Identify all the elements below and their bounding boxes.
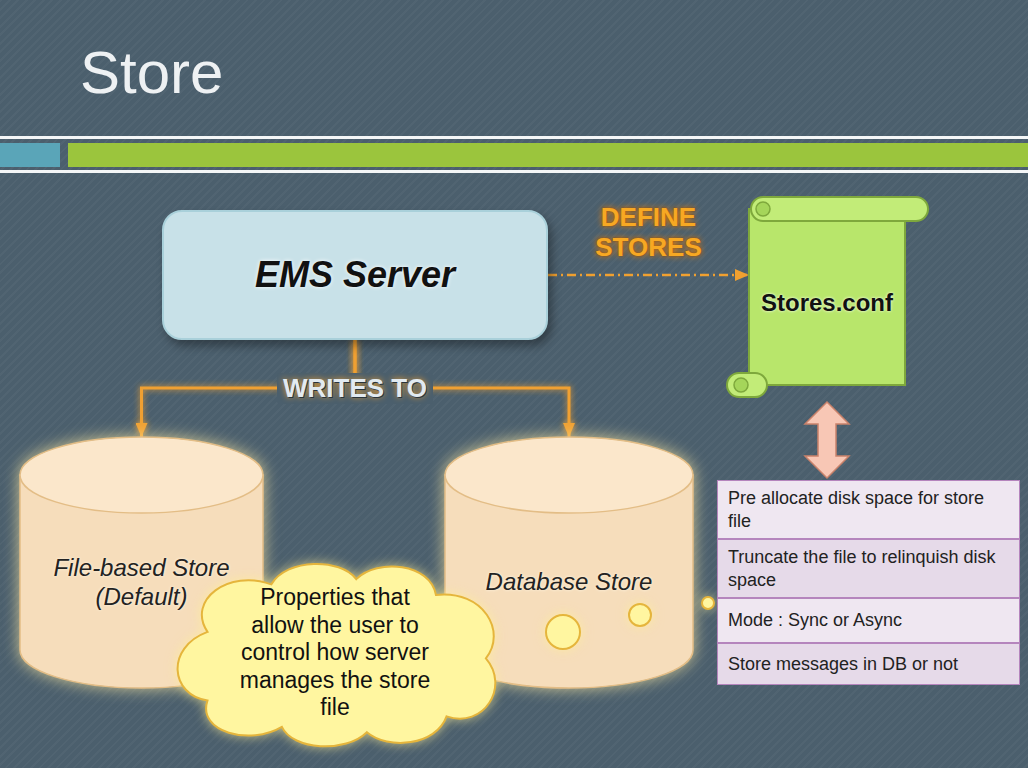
shape-part bbox=[702, 597, 714, 609]
shape-part bbox=[20, 437, 263, 513]
shape-part bbox=[749, 209, 905, 385]
node-label: Database Store bbox=[464, 568, 674, 597]
node-label: Store messages in DB or not bbox=[728, 653, 958, 676]
thought-cloud: Properties that allow the user to contro… bbox=[165, 558, 505, 748]
accent-block bbox=[0, 143, 60, 167]
shape-part bbox=[629, 604, 651, 626]
node-label: Stores.conf bbox=[761, 289, 893, 317]
text-block: Database Store bbox=[464, 568, 674, 597]
table-cell: Truncate the file to relinquish disk spa… bbox=[717, 539, 1020, 598]
table-cell: Pre allocate disk space for store file bbox=[717, 480, 1020, 539]
block-arrow bbox=[805, 402, 849, 478]
shape-part bbox=[178, 564, 496, 746]
accent-bar bbox=[68, 143, 1028, 167]
node-label: Mode : Sync or Async bbox=[728, 609, 902, 632]
shape-part bbox=[727, 373, 767, 397]
edge-label: WRITES TO bbox=[277, 373, 433, 404]
shape-part bbox=[445, 437, 693, 513]
shape-part bbox=[734, 378, 748, 392]
node-label: Properties that allow the user to contro… bbox=[235, 584, 435, 722]
table-cell: Mode : Sync or Async bbox=[717, 598, 1020, 643]
node-label: Truncate the file to relinquish disk spa… bbox=[728, 546, 1009, 591]
text-block: Stores.conf bbox=[761, 289, 893, 317]
rule-line bbox=[0, 136, 1028, 139]
table-cell: Store messages in DB or not bbox=[717, 643, 1020, 685]
node-label: File-based Store (Default) bbox=[42, 554, 242, 612]
text-block: Pre allocate disk space for store file bbox=[728, 487, 1009, 532]
text-block: Store messages in DB or not bbox=[728, 653, 958, 676]
server-box: EMS Server bbox=[162, 210, 548, 340]
shape-part bbox=[751, 197, 928, 221]
rule-line bbox=[0, 170, 1028, 173]
config-scroll: Stores.conf bbox=[725, 195, 930, 400]
text-block: Properties that allow the user to contro… bbox=[235, 584, 435, 722]
text-block: Mode : Sync or Async bbox=[728, 609, 902, 632]
node-label: Pre allocate disk space for store file bbox=[728, 487, 1009, 532]
shape-part bbox=[546, 615, 580, 649]
dashed-arrow bbox=[548, 274, 749, 277]
node-label: EMS Server bbox=[255, 254, 455, 296]
text-block: Truncate the file to relinquish disk spa… bbox=[728, 546, 1009, 591]
slide-title: Store bbox=[80, 40, 223, 106]
text-block: File-based Store (Default) bbox=[42, 554, 242, 612]
shape-part bbox=[756, 202, 770, 216]
edge-label: DEFINE STORES bbox=[574, 203, 724, 263]
text-block: EMS Server bbox=[255, 254, 455, 296]
